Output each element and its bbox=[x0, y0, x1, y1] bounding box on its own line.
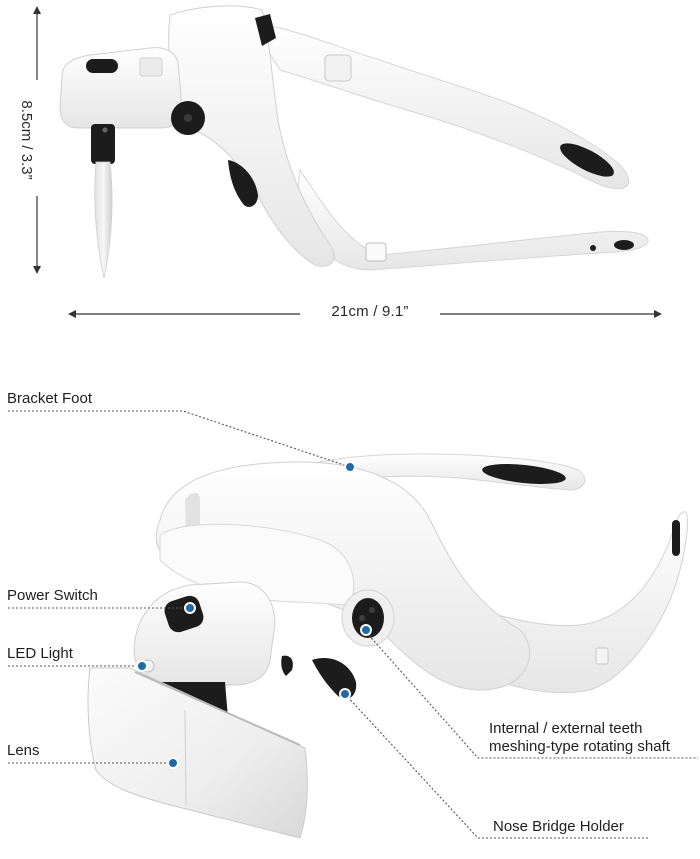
callout-rotating-shaft-line2: meshing-type rotating shaft bbox=[489, 738, 670, 755]
marker-bracket-foot bbox=[344, 461, 356, 473]
leader-lines bbox=[8, 410, 698, 839]
leader-nose-bridge bbox=[344, 693, 648, 839]
callout-nose-bridge-holder: Nose Bridge Holder bbox=[493, 818, 624, 835]
callout-rotating-shaft: Internal / external teeth meshing-type r… bbox=[489, 720, 670, 756]
callout-rotating-shaft-line1: Internal / external teeth bbox=[489, 720, 643, 737]
side-view-drawing bbox=[59, 5, 649, 279]
callout-power-switch: Power Switch bbox=[7, 587, 98, 604]
height-dimension-line bbox=[33, 6, 41, 274]
callout-markers bbox=[136, 461, 372, 769]
height-dimension-label: 8.5cm / 3.3” bbox=[18, 70, 35, 210]
marker-nose-bridge bbox=[339, 688, 351, 700]
leader-bracket-foot bbox=[8, 410, 351, 468]
callout-bracket-foot: Bracket Foot bbox=[7, 390, 93, 407]
marker-led-light bbox=[136, 660, 148, 672]
width-dimension-label: 21cm / 9.1” bbox=[300, 303, 440, 320]
marker-lens bbox=[167, 757, 179, 769]
callout-led-light: LED Light bbox=[7, 645, 73, 662]
marker-rotating-shaft bbox=[360, 624, 372, 636]
width-dimension-line bbox=[68, 310, 662, 318]
callout-lens: Lens bbox=[7, 742, 40, 759]
leader-rotating-shaft bbox=[365, 631, 698, 759]
perspective-view-drawing bbox=[87, 453, 688, 839]
marker-power-switch bbox=[184, 602, 196, 614]
